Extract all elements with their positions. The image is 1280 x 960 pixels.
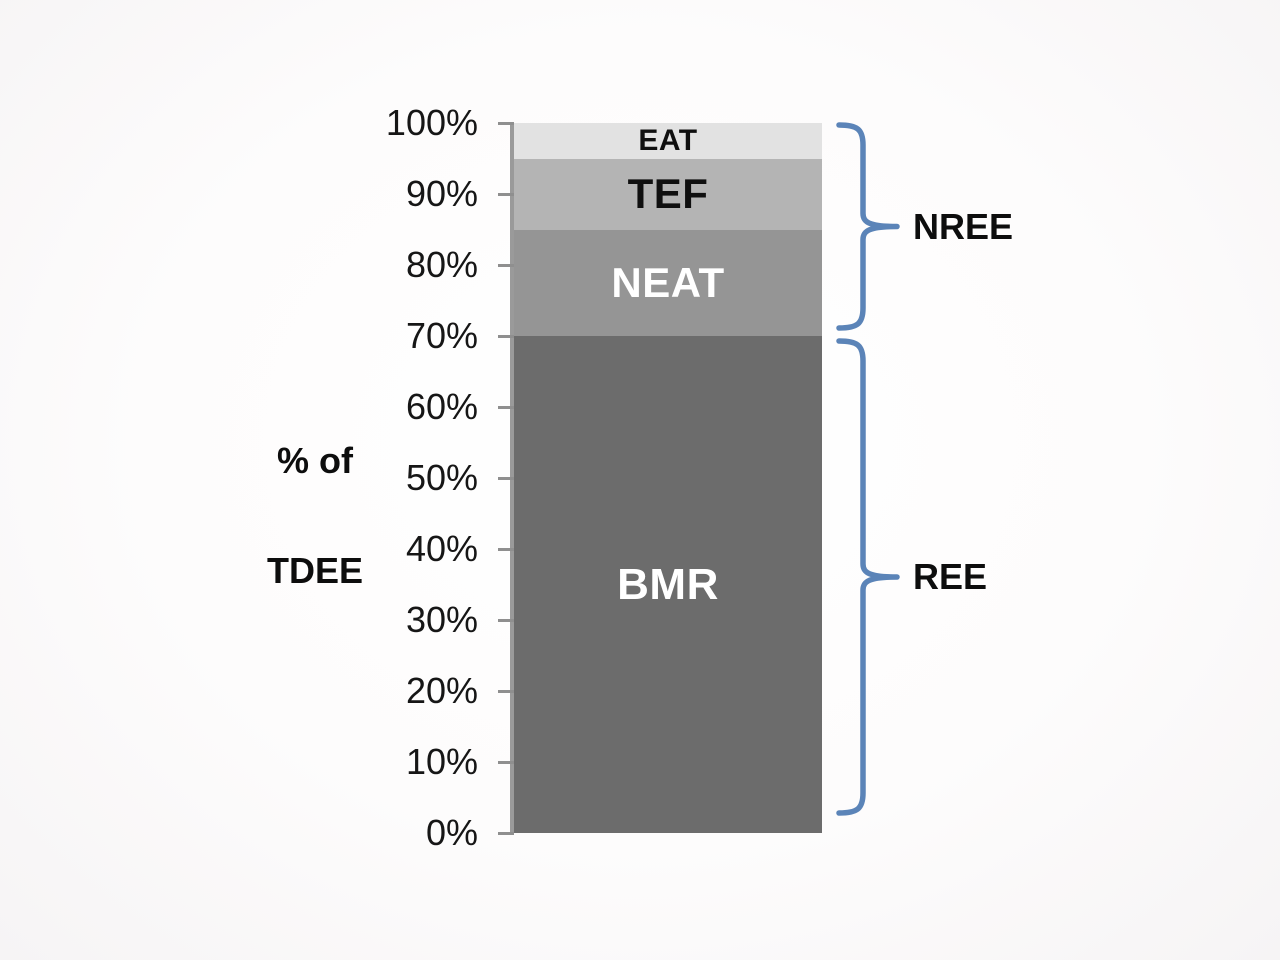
- y-tick-label: 90%: [405, 173, 478, 214]
- y-tick-mark: [498, 476, 514, 480]
- y-tick-label: 40%: [405, 528, 478, 569]
- y-tick-mark: [498, 547, 514, 551]
- y-tick-label: 10%: [405, 741, 478, 782]
- y-tick-mark: [498, 121, 514, 125]
- ree-brace: [836, 338, 900, 816]
- y-tick-label: 0%: [425, 812, 478, 853]
- nree-brace: [836, 122, 900, 331]
- bracket-label-ree: REE: [913, 556, 988, 597]
- y-tick-mark: [498, 405, 514, 409]
- y-tick-mark: [498, 760, 514, 764]
- bar-segment-bmr: BMR: [514, 336, 822, 833]
- y-axis-title: % of TDEE: [235, 378, 395, 653]
- y-tick-label: 60%: [405, 386, 478, 427]
- y-tick-mark: [498, 263, 514, 267]
- y-tick-mark: [498, 618, 514, 622]
- bar-segment-tef: TEF: [514, 158, 822, 230]
- bracket-label-nree: NREE: [913, 205, 1014, 247]
- y-tick-label: 50%: [405, 457, 478, 498]
- segment-label-eat: EAT: [638, 123, 698, 157]
- segment-label-bmr: BMR: [617, 559, 719, 609]
- y-tick-label: 20%: [405, 670, 478, 711]
- y-tick-mark: [498, 831, 514, 835]
- y-tick-label: 80%: [405, 244, 478, 285]
- y-tick-mark: [498, 689, 514, 693]
- bar-segment-eat: EAT: [514, 123, 822, 159]
- y-tick-label: 30%: [405, 599, 478, 640]
- y-axis-title-line1: % of: [277, 440, 353, 481]
- y-tick-label: 100%: [385, 102, 478, 143]
- y-axis-title-line2: TDEE: [266, 550, 363, 591]
- segment-label-tef: TEF: [627, 170, 709, 217]
- y-tick-label: 70%: [405, 315, 478, 356]
- segment-label-neat: NEAT: [611, 258, 725, 306]
- bar-segment-neat: NEAT: [514, 229, 822, 336]
- y-tick-mark: [498, 334, 514, 338]
- y-tick-mark: [498, 192, 514, 196]
